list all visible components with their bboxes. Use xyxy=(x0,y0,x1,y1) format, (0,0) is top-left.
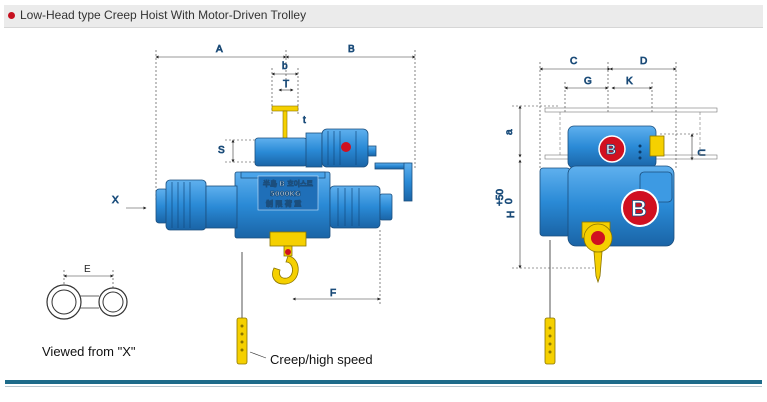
wheel-view: E xyxy=(46,264,128,320)
side-view: A B b T t S X F xyxy=(112,44,416,365)
view-arrow-X: X xyxy=(112,195,119,206)
dim-label-D: D xyxy=(640,56,647,67)
dim-label-C: C xyxy=(570,56,577,67)
nameplate xyxy=(257,175,319,211)
end-view: C D G K a U H +50 0 B B xyxy=(495,56,718,365)
brand-logo-small-icon xyxy=(598,135,626,163)
dim-label-T: T xyxy=(283,79,289,90)
hook-block xyxy=(269,231,307,247)
end-trolley-yellow-cap xyxy=(649,135,665,157)
wheel-view-caption: Viewed from "X" xyxy=(42,344,136,359)
hoist-gearbox-cap xyxy=(379,193,393,221)
dim-label-t: t xyxy=(303,115,306,126)
trolley-frame xyxy=(254,137,308,167)
end-pendant-control xyxy=(544,317,556,365)
dim-label-F: F xyxy=(330,288,336,299)
nameplate-line2: 5000KG xyxy=(270,190,301,198)
end-hoist-motor xyxy=(539,167,571,237)
dim-label-H-sup: +50 xyxy=(495,189,506,206)
brand-logo-large-letter: B xyxy=(631,196,647,221)
nameplate-line1: 半島 B 호이스트 xyxy=(263,179,314,188)
brand-logo-large-icon xyxy=(621,189,659,227)
footer-divider-thin xyxy=(5,386,762,387)
dim-label-H-sub: 0 xyxy=(504,198,515,204)
dim-label-H: H xyxy=(506,211,517,218)
section-title: Low-Head type Creep Hoist With Motor-Dri… xyxy=(20,8,307,22)
dim-label-b: b xyxy=(282,61,288,72)
pendant-caption: Creep/high speed xyxy=(270,352,373,367)
dim-label-A: A xyxy=(216,44,223,55)
dim-label-S: S xyxy=(218,145,225,156)
trolley-gearbox xyxy=(305,132,323,168)
dim-label-E: E xyxy=(84,264,91,275)
nameplate-line3: 制 限 荷 重 xyxy=(266,199,301,208)
dim-label-B: B xyxy=(348,44,355,55)
footer-divider xyxy=(5,380,762,384)
motor-badge-icon xyxy=(341,142,351,152)
hoist-gearbox xyxy=(329,185,381,229)
bullet-icon xyxy=(8,12,15,19)
hoist-motor-coupling xyxy=(205,185,238,229)
section-header: Low-Head type Creep Hoist With Motor-Dri… xyxy=(4,5,763,28)
dim-label-K: K xyxy=(626,76,633,87)
hook-icon xyxy=(272,255,299,285)
brand-logo-small-letter: B xyxy=(606,141,616,157)
dim-label-U: U xyxy=(695,149,706,156)
end-hook-icon xyxy=(593,251,603,284)
dim-label-a: a xyxy=(504,129,515,135)
dim-label-G: G xyxy=(584,76,592,87)
stopper-post xyxy=(403,162,413,202)
trolley-motor-cap xyxy=(367,145,377,157)
